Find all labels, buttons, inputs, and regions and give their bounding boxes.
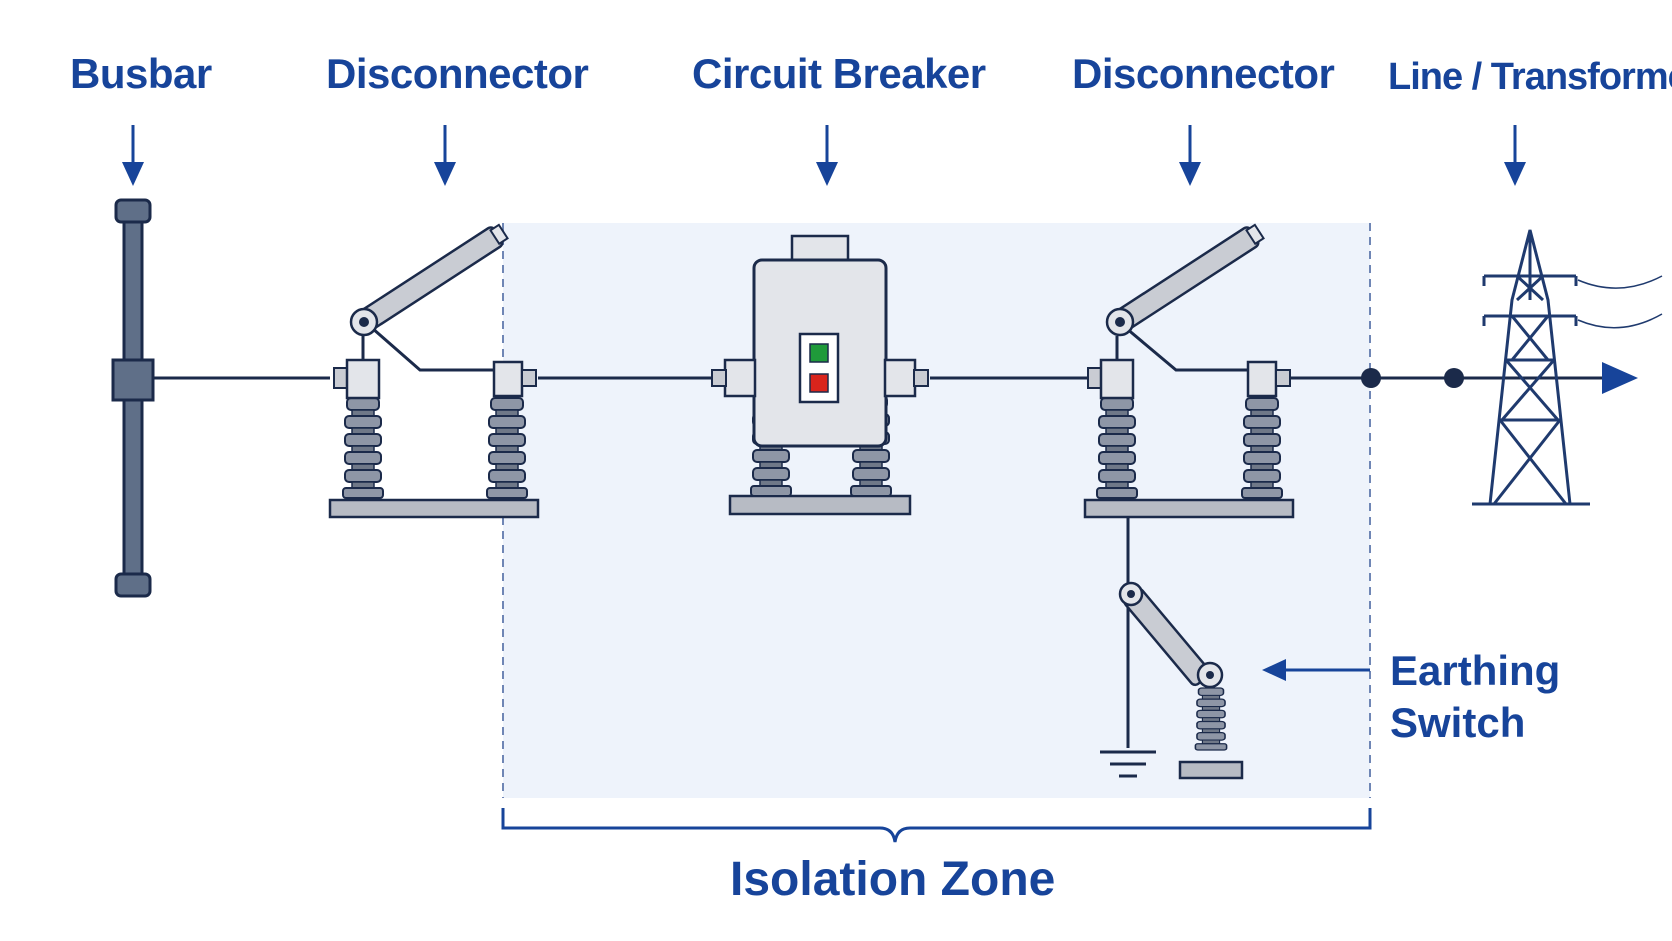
circuit-breaker-symbol (711, 234, 929, 516)
disconnector-left-label: Disconnector (326, 50, 589, 97)
earthing-switch-symbol (1100, 517, 1244, 780)
isolation-zone-bracket (501, 808, 1372, 843)
isolation-zone-label: Isolation Zone (730, 853, 1056, 906)
earthing-switch-label-line1: Earthing (1390, 647, 1561, 694)
disconnector-left-symbol (328, 223, 540, 519)
line-transformer-label: Line / Transformer (1388, 56, 1672, 98)
circuit-breaker-label: Circuit Breaker (692, 50, 986, 97)
busbar-symbol (111, 198, 155, 598)
junction-dot-1 (1361, 368, 1381, 388)
disconnector-right-label: Disconnector (1072, 50, 1335, 97)
earthing-switch-label-line2: Switch (1390, 699, 1526, 746)
pointer-arrows (122, 125, 1526, 681)
output-arrowhead (1602, 362, 1638, 394)
busbar-label: Busbar (70, 50, 212, 97)
transmission-tower-icon (1472, 229, 1663, 506)
disconnector-right-symbol (1083, 223, 1295, 519)
junction-dot-2 (1444, 368, 1464, 388)
earthing-switch-label: Earthing Switch (1390, 645, 1560, 749)
